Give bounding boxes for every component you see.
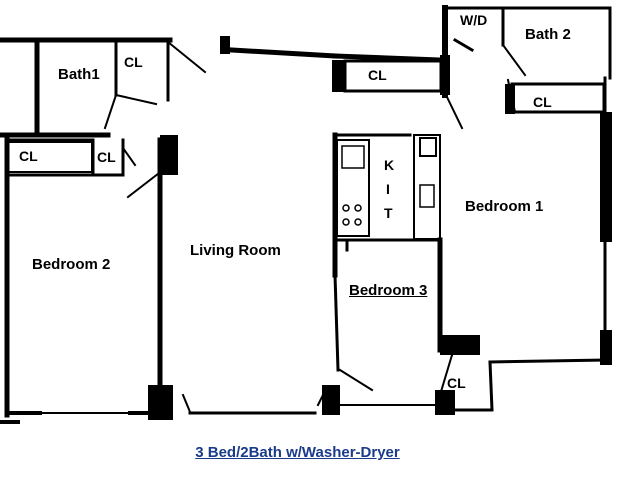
closet-box — [343, 59, 443, 93]
wall-block — [160, 135, 178, 175]
wall-block — [600, 112, 612, 242]
wall-block — [332, 60, 345, 92]
room-label-bedroom2: Bedroom 2 — [32, 256, 111, 273]
door-swing — [438, 353, 454, 397]
room-label-bedroom1: Bedroom 1 — [465, 198, 544, 215]
door-swing — [114, 93, 158, 106]
dishwasher — [419, 184, 435, 208]
wall — [333, 273, 340, 372]
stove-burner — [354, 218, 362, 226]
closet-label-bottom: CL — [447, 375, 466, 391]
sink — [341, 145, 365, 169]
door-swing — [103, 93, 118, 130]
wall — [229, 47, 338, 59]
room-label-living-room: Living Room — [190, 242, 281, 259]
wall-block — [435, 390, 455, 415]
closet-box — [7, 141, 93, 173]
stove-burner — [342, 204, 350, 212]
kitchen-label-t: T — [384, 205, 393, 221]
closet-box — [510, 82, 606, 114]
wall-block — [440, 335, 480, 355]
room-label-bedroom3: Bedroom 3 — [349, 282, 428, 299]
room-label-bath1: Bath1 — [58, 66, 100, 83]
door-swing — [126, 168, 165, 199]
wall — [488, 358, 607, 364]
door-swing — [166, 40, 207, 74]
refrigerator — [419, 137, 437, 157]
door-swing — [452, 37, 475, 53]
wall-block — [0, 420, 20, 424]
wall — [488, 360, 494, 412]
kitchen-label-k: K — [384, 157, 395, 173]
wall-block — [220, 36, 230, 54]
closet-label-top-center: CL — [368, 67, 387, 83]
wall-block — [148, 385, 173, 420]
wall-block — [505, 84, 515, 114]
wall-block — [440, 55, 450, 95]
closet-label-bedroom2-left: CL — [19, 148, 38, 164]
door-swing — [121, 146, 137, 167]
kitchen-counter — [336, 139, 370, 237]
kitchen-label-i: I — [386, 181, 390, 197]
closet-label-bedroom2-right: CL — [97, 149, 116, 165]
stove-burner — [342, 218, 350, 226]
room-label-bath2: Bath 2 — [525, 26, 571, 43]
door-swing — [501, 43, 527, 77]
kitchen-counter — [413, 134, 441, 240]
wall-block — [322, 385, 340, 415]
room-label-washer-dryer: W/D — [460, 12, 488, 28]
wall — [332, 53, 443, 63]
closet-label-bedroom1: CL — [533, 94, 552, 110]
door-swing — [338, 368, 374, 392]
closet-label-bath1: CL — [124, 54, 143, 70]
stove-burner — [354, 204, 362, 212]
door-swing — [444, 93, 464, 130]
plan-caption: 3 Bed/2Bath w/Washer-Dryer — [195, 444, 400, 461]
wall-block — [600, 330, 612, 365]
door-swing — [181, 393, 192, 414]
